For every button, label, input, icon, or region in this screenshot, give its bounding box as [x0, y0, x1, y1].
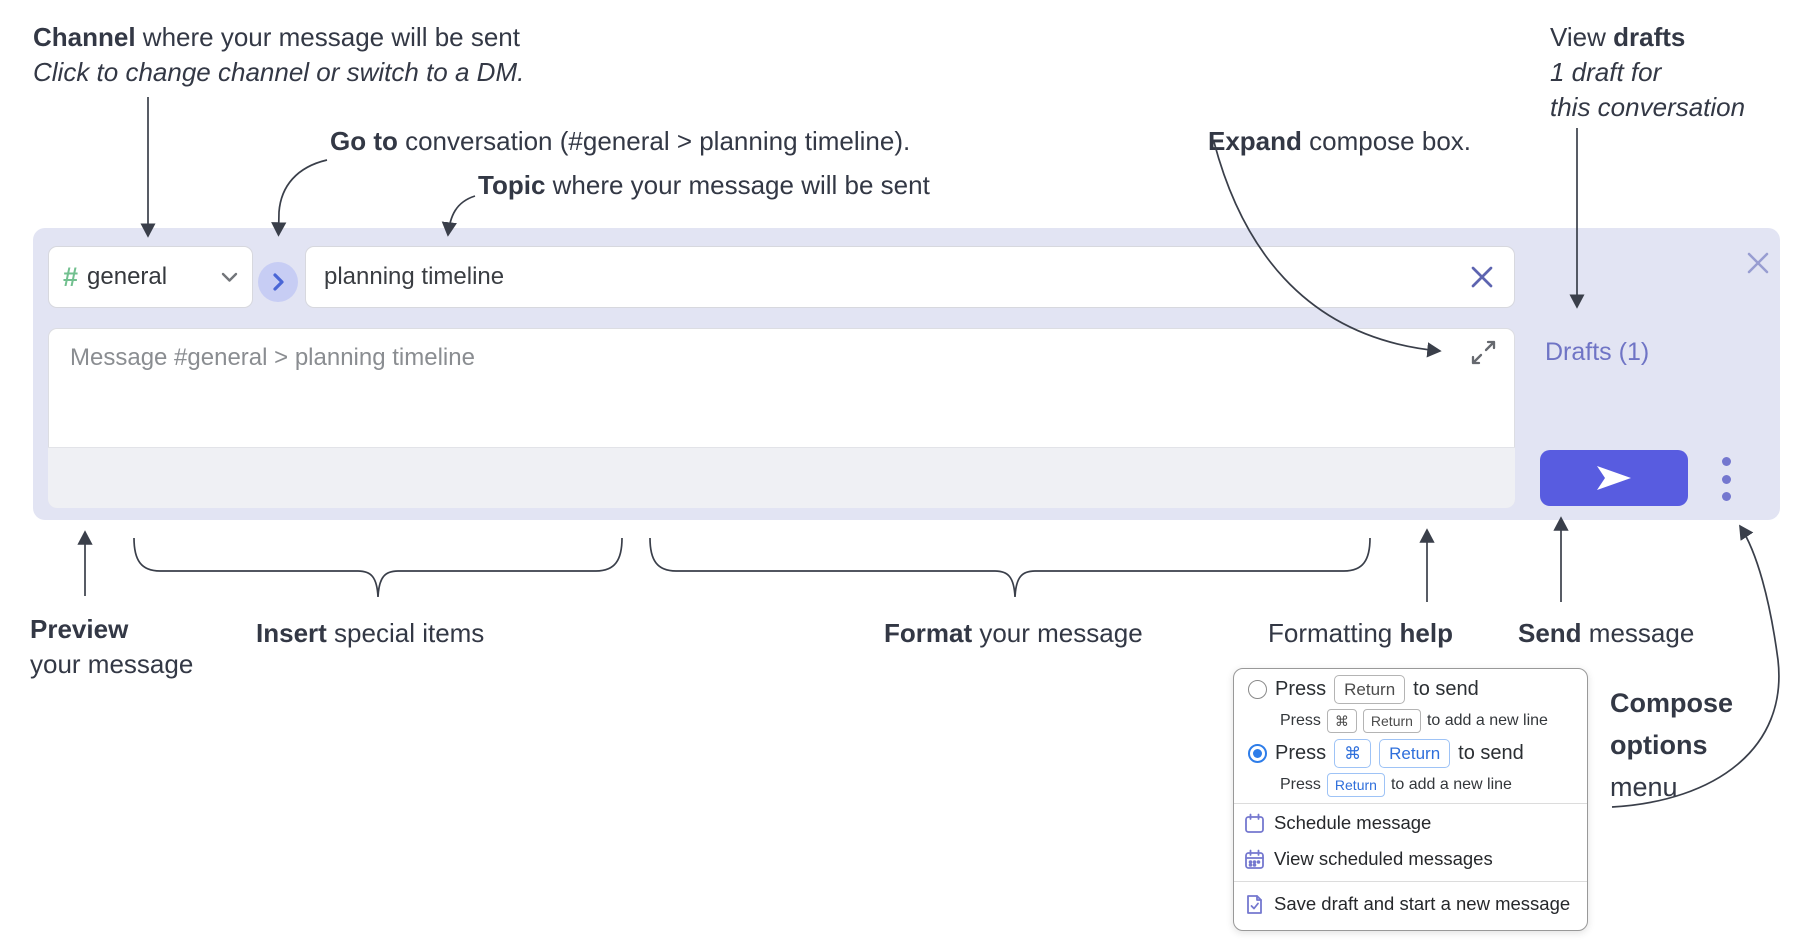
annotation-formatting-help: Formatting help: [1268, 618, 1453, 648]
annotation-channel-bold: Channel: [33, 22, 136, 52]
menu-item-view-scheduled[interactable]: View scheduled messages: [1244, 848, 1493, 870]
annotation-format: Format your message: [884, 618, 1143, 648]
cmd-key: ⌘: [1326, 709, 1357, 733]
channel-selector[interactable]: # general: [48, 246, 253, 308]
insert-brace: [133, 537, 623, 598]
send-button[interactable]: [1540, 450, 1688, 506]
dots-vertical-icon: [1721, 457, 1731, 466]
clear-topic-icon[interactable]: [1468, 263, 1496, 291]
annotation-channel-sub: Click to change channel or switch to a D…: [33, 57, 525, 87]
annotation-insert: Insert special items: [256, 618, 485, 648]
menu-divider: [1234, 881, 1587, 882]
return-key: Return: [1334, 675, 1406, 704]
close-icon: [1747, 252, 1769, 274]
annotation-send: Send message: [1518, 618, 1695, 648]
compose-options-button[interactable]: [1717, 457, 1735, 501]
annotation-channel-rest: where your message will be sent: [135, 22, 520, 52]
compose-toolbar: [48, 447, 1515, 508]
annotation-compose-options: Compose options menu: [1610, 688, 1734, 802]
send-icon: [1597, 466, 1631, 490]
drafts-link[interactable]: Drafts (1): [1545, 338, 1650, 366]
return-key: Return: [1379, 739, 1451, 768]
radio-selected-icon[interactable]: [1248, 744, 1267, 763]
menu-option-cmd-return-to-send[interactable]: Press ⌘ Return to send: [1248, 739, 1524, 768]
channel-name: general: [87, 263, 168, 290]
draft-check-icon: [1247, 894, 1262, 914]
annotation-view-drafts: View drafts 1 draft for this conversatio…: [1550, 22, 1746, 122]
menu-option-cmd-return-hint: Press Return to add a new line: [1280, 773, 1512, 797]
annotation-channel: Channel where your message will be sent …: [33, 20, 524, 90]
annotation-goto: Go to conversation (#general > planning …: [330, 126, 911, 156]
menu-divider: [1234, 803, 1587, 804]
calendar-dots-icon: [1245, 849, 1264, 869]
annotation-topic: Topic where your message will be sent: [478, 170, 930, 200]
compose-options-menu: Press Return to send Press ⌘ Return to a…: [1233, 668, 1588, 931]
menu-option-return-to-send-hint: Press ⌘ Return to add a new line: [1280, 709, 1548, 733]
chevron-right-icon: [273, 273, 284, 291]
annotation-preview: Preview your message: [30, 614, 194, 679]
message-placeholder: Message #general > planning timeline: [70, 344, 475, 371]
menu-item-schedule-message[interactable]: Schedule message: [1244, 812, 1431, 834]
return-key: Return: [1362, 709, 1421, 733]
format-brace: [649, 537, 1371, 598]
topic-value: planning timeline: [324, 263, 505, 290]
menu-option-return-to-send[interactable]: Press Return to send: [1248, 675, 1479, 704]
calendar-icon: [1245, 813, 1264, 833]
radio-unselected-icon[interactable]: [1248, 680, 1267, 699]
topic-input[interactable]: planning timeline: [305, 246, 1515, 308]
go-to-conversation-button[interactable]: [258, 262, 298, 302]
menu-item-save-draft[interactable]: Save draft and start a new message: [1244, 893, 1570, 915]
return-key: Return: [1326, 773, 1385, 797]
chevron-down-icon: [221, 272, 238, 283]
expand-compose-icon[interactable]: [1470, 339, 1497, 366]
annotation-expand: Expand compose box.: [1208, 126, 1472, 156]
cmd-key: ⌘: [1334, 739, 1372, 768]
close-compose-button[interactable]: [1743, 248, 1773, 278]
channel-hash-icon: #: [63, 261, 79, 292]
goto-leader-line: [271, 159, 328, 237]
